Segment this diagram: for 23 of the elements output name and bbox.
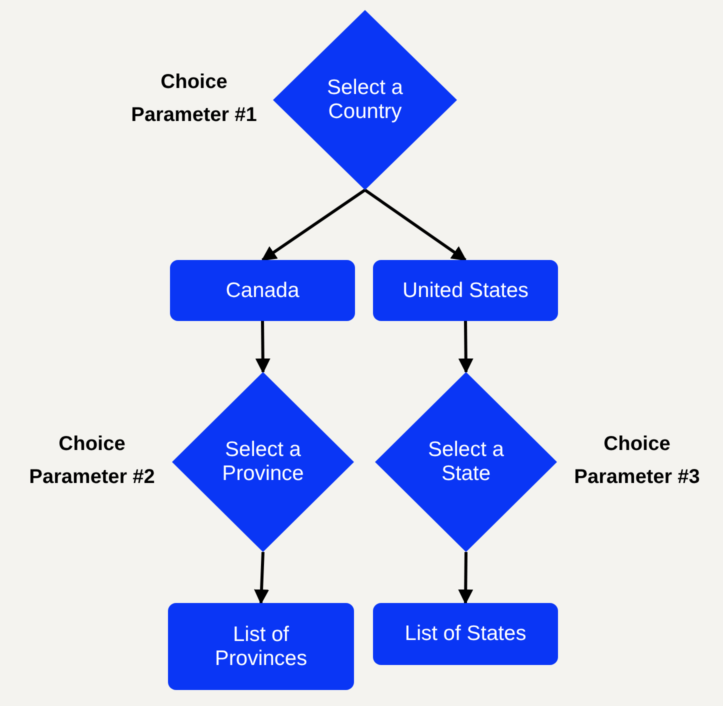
diamond-label: Select a Province [221, 438, 305, 486]
diamond-label: Select a Country [326, 76, 404, 124]
process-box [373, 603, 558, 665]
arrow [254, 552, 270, 604]
parameter-label: Choice Parameter #3 [573, 432, 701, 490]
parameter-label: Choice Parameter #1 [130, 70, 258, 128]
process-box [168, 603, 354, 690]
decision-diamond [172, 372, 354, 552]
arrow [458, 552, 474, 604]
decision-diamond [375, 372, 557, 552]
box-label: List of States [404, 622, 526, 646]
process-box [373, 260, 558, 321]
box-label: United States [402, 278, 529, 302]
box-label: Canada [226, 278, 300, 302]
arrow [261, 188, 366, 262]
process-box [170, 260, 355, 321]
decision-diamond [273, 10, 457, 190]
arrow [255, 320, 270, 374]
box-label: List of Provinces [214, 622, 308, 670]
parameter-label: Choice Parameter #2 [28, 432, 156, 490]
arrow [458, 320, 474, 374]
arrow [364, 188, 467, 262]
diamond-label: Select a State [427, 438, 505, 486]
